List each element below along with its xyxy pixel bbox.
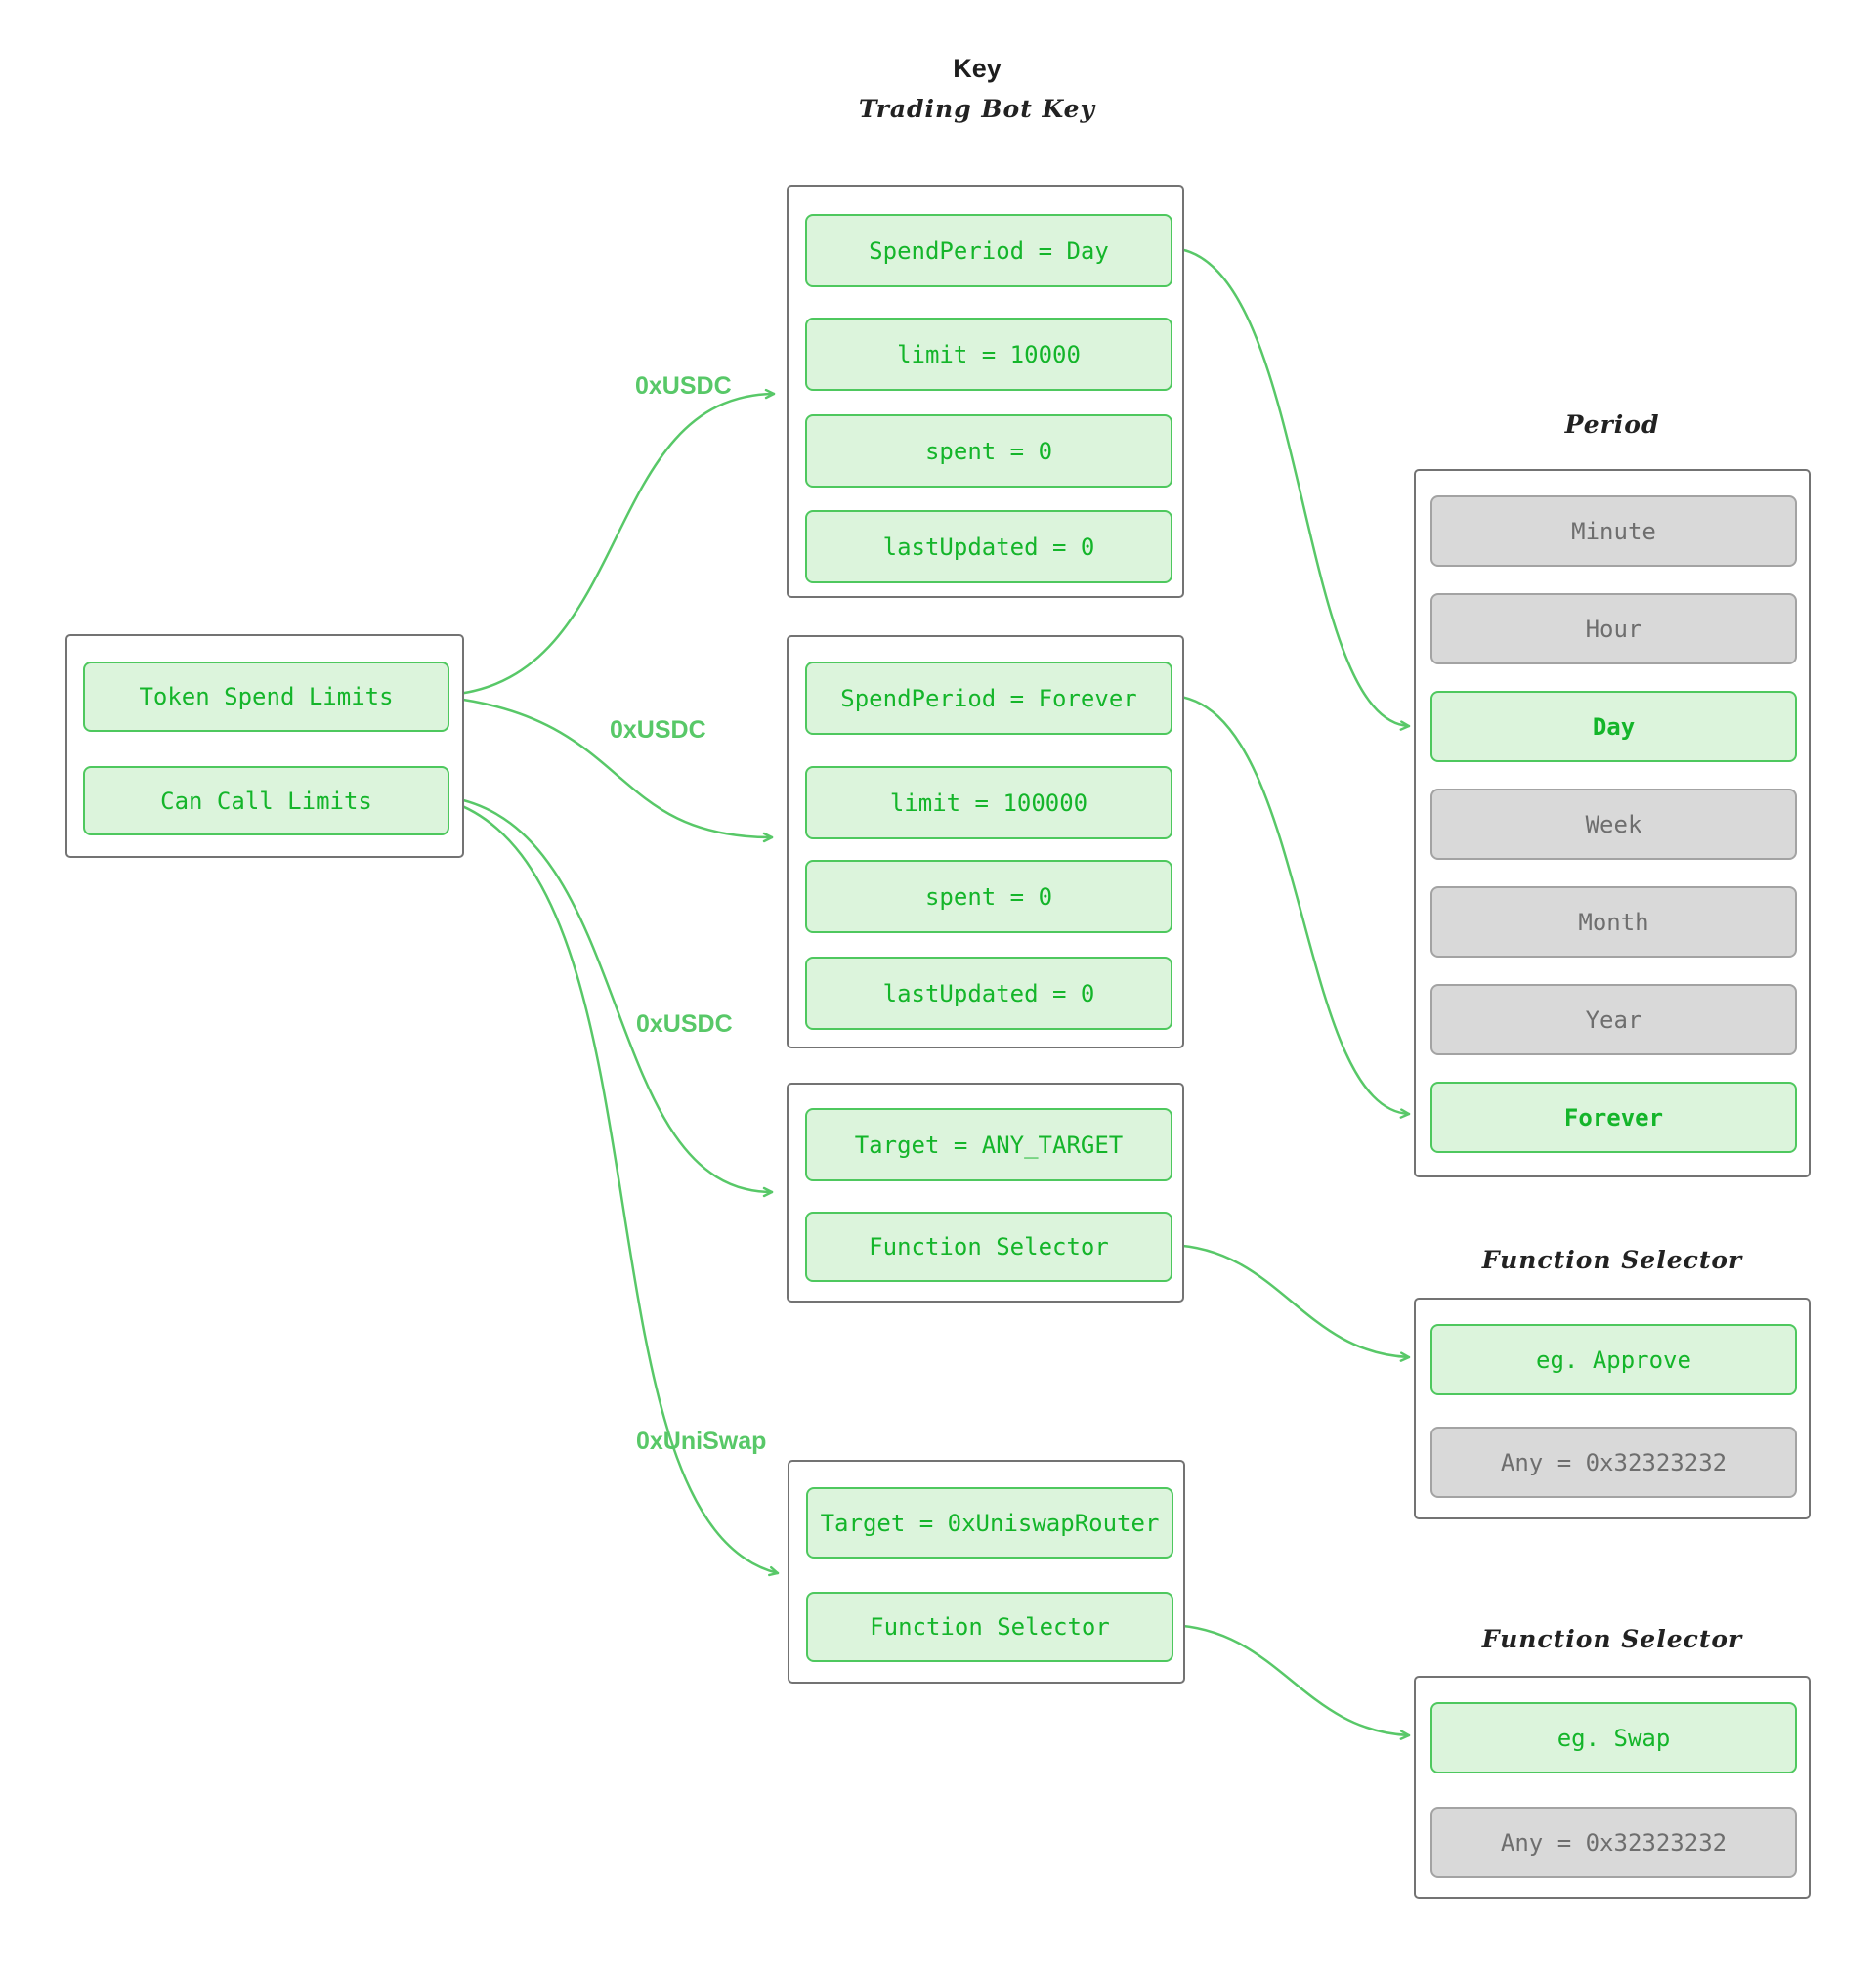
row-target-uniswap-router: Target = 0xUniswapRouter (806, 1487, 1173, 1559)
selector-item-approve: eg. Approve (1430, 1324, 1797, 1395)
diagram-title: Key (953, 54, 1002, 83)
function-selector-top-title: Function Selector (1481, 1246, 1743, 1274)
period-item-week-label: Week (1585, 810, 1642, 838)
period-item-forever-label: Forever (1563, 1103, 1664, 1132)
selector-item-any-top: Any = 0x32323232 (1430, 1427, 1797, 1498)
row-spent-0-day: spent = 0 (805, 414, 1172, 488)
row-limit-100000-label: limit = 100000 (889, 789, 1088, 817)
row-target-any-target-label: Target = ANY_TARGET (854, 1131, 1124, 1159)
row-spend-period-day-label: SpendPeriod = Day (869, 236, 1109, 265)
row-function-selector-any-label: Function Selector (869, 1233, 1109, 1260)
row-limit-100000: limit = 100000 (805, 766, 1172, 839)
row-target-uniswap-router-label: Target = 0xUniswapRouter (820, 1509, 1160, 1537)
selector-item-any-top-label: Any = 0x32323232 (1500, 1448, 1727, 1476)
row-spend-period-day: SpendPeriod = Day (805, 214, 1172, 287)
key-container-box: Token Spend Limits Can Call Limits (65, 634, 464, 858)
function-selector-bottom-box: eg. Swap Any = 0x32323232 (1414, 1676, 1811, 1899)
row-limit-10000-label: limit = 10000 (897, 340, 1081, 368)
edge-can-call-to-any-target (448, 795, 774, 1198)
period-panel-title: Period (1564, 410, 1660, 439)
function-selector-top-box: eg. Approve Any = 0x32323232 (1414, 1298, 1811, 1519)
edge-label-usdc-2: 0xUSDC (610, 716, 706, 744)
node-token-spend-limits-label: Token Spend Limits (139, 683, 394, 710)
period-item-hour: Hour (1430, 593, 1797, 664)
period-item-year: Year (1430, 984, 1797, 1055)
call-limit-any-target-box: Target = ANY_TARGET Function Selector (787, 1083, 1184, 1303)
row-function-selector-uniswap: Function Selector (806, 1592, 1173, 1662)
edge-label-uniswap: 0xUniSwap (636, 1428, 767, 1455)
selector-item-swap: eg. Swap (1430, 1702, 1797, 1773)
period-item-day-label: Day (1592, 712, 1636, 741)
period-item-year-label: Year (1585, 1005, 1642, 1034)
period-item-week: Week (1430, 789, 1797, 860)
call-limit-uniswap-box: Target = 0xUniswapRouter Function Select… (788, 1460, 1185, 1684)
node-can-call-limits-label: Can Call Limits (160, 787, 372, 815)
selector-item-swap-label: eg. Swap (1556, 1724, 1671, 1752)
row-spent-0-forever: spent = 0 (805, 860, 1172, 933)
row-last-updated-0-day: lastUpdated = 0 (805, 510, 1172, 583)
function-selector-bottom-title: Function Selector (1481, 1625, 1743, 1653)
row-function-selector-any: Function Selector (805, 1212, 1172, 1282)
row-spent-0-forever-label: spent = 0 (924, 882, 1053, 911)
node-token-spend-limits: Token Spend Limits (83, 662, 449, 732)
period-item-minute-label: Minute (1571, 517, 1656, 545)
row-last-updated-0-forever-label: lastUpdated = 0 (882, 979, 1095, 1007)
row-target-any-target: Target = ANY_TARGET (805, 1108, 1172, 1181)
edge-selector-to-swap (1169, 1623, 1411, 1740)
row-spend-period-forever-label: SpendPeriod = Forever (840, 684, 1137, 712)
selector-item-approve-label: eg. Approve (1536, 1346, 1691, 1374)
spend-limit-forever-box: SpendPeriod = Forever limit = 100000 spe… (787, 635, 1184, 1048)
edge-label-usdc-3: 0xUSDC (636, 1010, 733, 1038)
selector-item-any-bottom: Any = 0x32323232 (1430, 1807, 1797, 1878)
edge-can-call-to-uniswap (448, 799, 780, 1577)
row-last-updated-0-day-label: lastUpdated = 0 (882, 533, 1095, 561)
diagram-subtitle: Trading Bot Key (858, 95, 1096, 123)
edge-day-to-period (1169, 246, 1411, 731)
period-panel-box: Minute Hour Day Week Month Year Forever (1414, 469, 1811, 1177)
edge-forever-to-period (1169, 694, 1411, 1119)
period-item-month-label: Month (1578, 908, 1649, 936)
selector-item-any-bottom-label: Any = 0x32323232 (1500, 1828, 1727, 1857)
row-spend-period-forever: SpendPeriod = Forever (805, 662, 1172, 735)
row-limit-10000: limit = 10000 (805, 318, 1172, 391)
edge-token-spend-to-day-limit (448, 388, 776, 697)
edge-label-usdc-1: 0xUSDC (635, 372, 732, 400)
row-last-updated-0-forever: lastUpdated = 0 (805, 957, 1172, 1030)
period-item-minute: Minute (1430, 495, 1797, 567)
period-item-month: Month (1430, 886, 1797, 958)
row-spent-0-day-label: spent = 0 (924, 437, 1053, 465)
spend-limit-day-box: SpendPeriod = Day limit = 10000 spent = … (787, 185, 1184, 598)
period-item-hour-label: Hour (1585, 615, 1642, 643)
node-can-call-limits: Can Call Limits (83, 766, 449, 835)
period-item-day: Day (1430, 691, 1797, 762)
edge-selector-to-approve (1169, 1243, 1411, 1362)
row-function-selector-uniswap-label: Function Selector (870, 1613, 1110, 1641)
period-item-forever: Forever (1430, 1082, 1797, 1153)
